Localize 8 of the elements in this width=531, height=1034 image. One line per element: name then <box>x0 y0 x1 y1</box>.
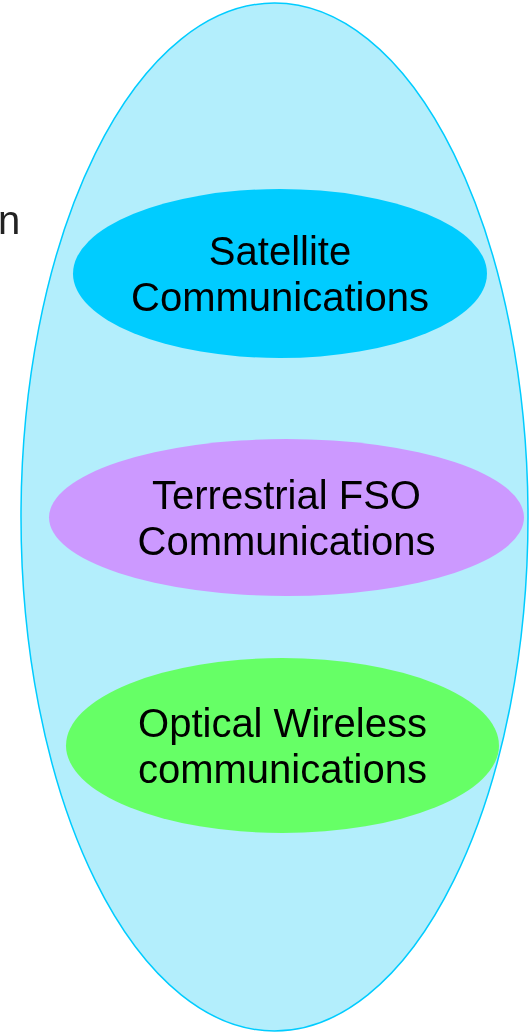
text-fragment: n <box>0 198 21 243</box>
node-label: Satellite Communications <box>130 227 430 320</box>
ellipse-node <box>48 438 525 597</box>
ellipse-region <box>20 2 529 1032</box>
node-label: Terrestrial FSO Communications <box>136 471 437 564</box>
ellipse-node <box>65 657 500 834</box>
node-label: Optical Wireless communications <box>137 699 428 792</box>
ellipse-node <box>72 188 488 359</box>
